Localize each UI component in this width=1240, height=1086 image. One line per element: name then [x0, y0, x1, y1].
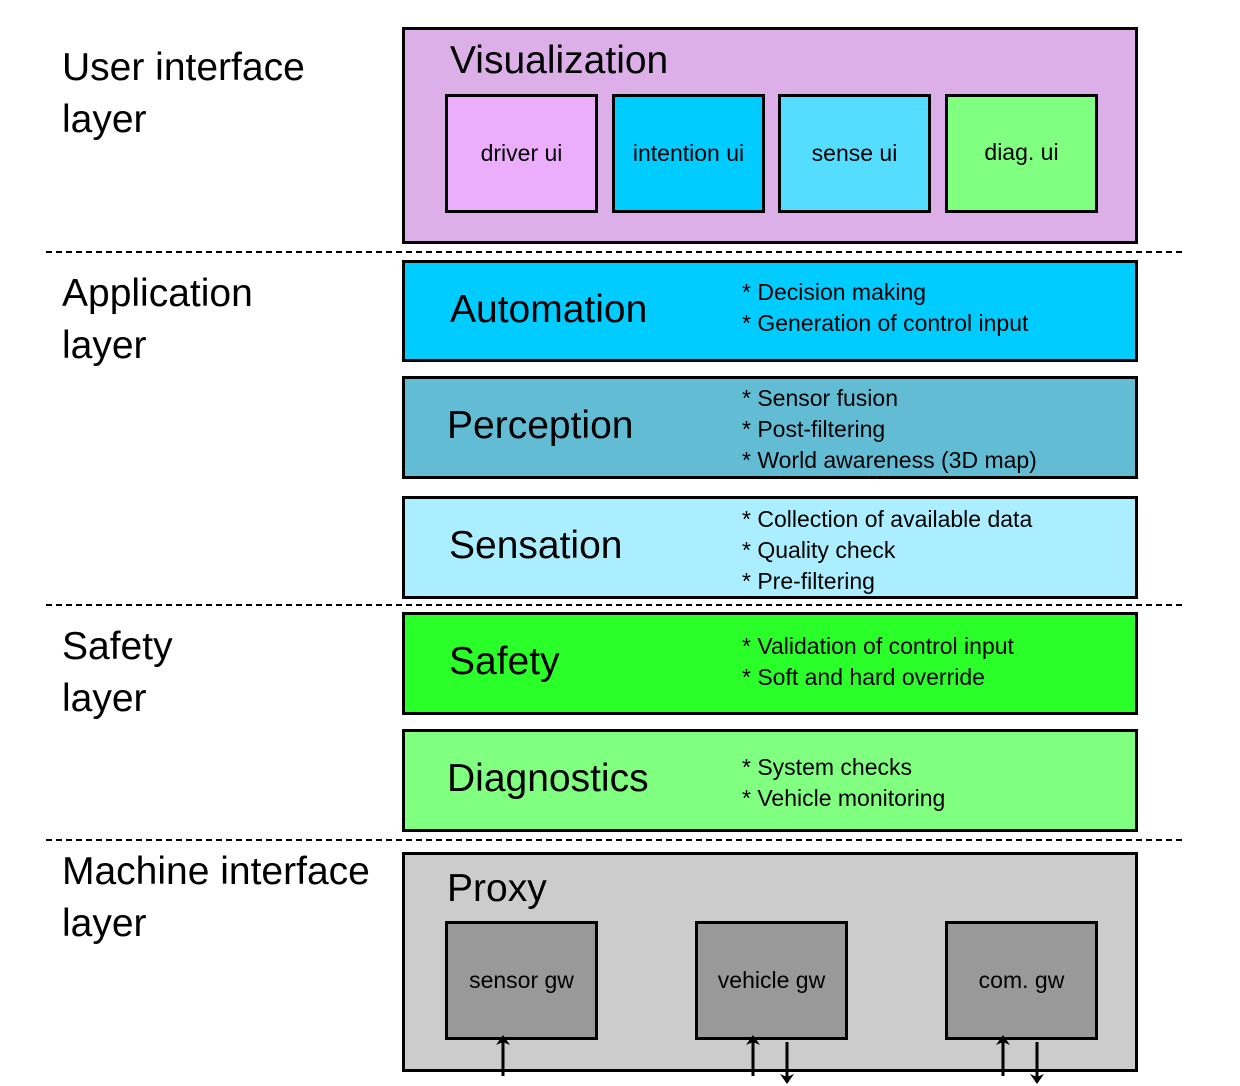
layer-separator	[46, 604, 1182, 606]
intention-ui-box: intention ui	[612, 94, 765, 213]
safety-note: * Validation of control input	[742, 633, 1014, 659]
layer-label-line: Safety	[62, 625, 173, 668]
perception-box: Perception * Sensor fusion * Post-filter…	[402, 376, 1138, 479]
automation-title: Automation	[450, 288, 648, 331]
automation-note: * Decision making	[742, 279, 927, 305]
layer-separator	[46, 251, 1182, 253]
perception-note: * World awareness (3D map)	[742, 447, 1037, 473]
sensor-gw-box: sensor gw	[445, 921, 598, 1040]
diagnostics-title: Diagnostics	[447, 757, 649, 800]
diagnostics-note: * System checks	[742, 754, 912, 780]
automation-box: Automation * Decision making * Generatio…	[402, 260, 1138, 362]
intention-ui-label: intention ui	[632, 140, 745, 166]
automation-note: * Generation of control input	[742, 310, 1029, 336]
safety-note: * Soft and hard override	[742, 664, 985, 690]
perception-note: * Sensor fusion	[742, 385, 898, 411]
driver-ui-label: driver ui	[480, 140, 563, 166]
diag-ui-box: diag. ui	[945, 94, 1098, 213]
vehicle-gw-box: vehicle gw	[695, 921, 848, 1040]
sensation-note: * Quality check	[742, 537, 896, 563]
visualization-box: Visualization driver ui intention ui sen…	[402, 27, 1138, 244]
sensation-box: Sensation * Collection of available data…	[402, 496, 1138, 599]
machine-interface-layer-label: Machine interface layer	[62, 846, 370, 950]
diagnostics-note: * Vehicle monitoring	[742, 785, 946, 811]
com-gw-box: com. gw	[945, 921, 1098, 1040]
perception-title: Perception	[447, 404, 634, 447]
driver-ui-box: driver ui	[445, 94, 598, 213]
sense-ui-box: sense ui	[778, 94, 931, 213]
layer-label-line: Machine interface	[62, 850, 370, 893]
sense-ui-label: sense ui	[811, 140, 898, 166]
visualization-title: Visualization	[450, 39, 669, 82]
vehicle-gw-label: vehicle gw	[717, 967, 826, 993]
safety-layer-label: Safety layer	[62, 621, 173, 725]
sensation-title: Sensation	[449, 524, 623, 567]
proxy-box: Proxy sensor gw vehicle gw com. gw	[402, 852, 1138, 1072]
com-gw-label: com. gw	[978, 967, 1065, 993]
perception-notes: * Sensor fusion * Post-filtering * World…	[742, 383, 1037, 476]
application-layer-label: Application layer	[62, 268, 253, 372]
automation-notes: * Decision making * Generation of contro…	[742, 277, 1028, 339]
safety-notes: * Validation of control input * Soft and…	[742, 631, 1014, 693]
safety-box: Safety * Validation of control input * S…	[402, 612, 1138, 715]
sensation-note: * Pre-filtering	[742, 568, 875, 594]
proxy-title: Proxy	[447, 867, 547, 910]
layer-separator	[46, 839, 1182, 841]
safety-title: Safety	[449, 640, 560, 683]
layer-label-line: layer	[62, 677, 147, 720]
layer-label-line: User interface	[62, 46, 305, 89]
diagnostics-notes: * System checks * Vehicle monitoring	[742, 752, 945, 814]
diagnostics-box: Diagnostics * System checks * Vehicle mo…	[402, 729, 1138, 832]
perception-note: * Post-filtering	[742, 416, 886, 442]
layer-label-line: layer	[62, 324, 147, 367]
diag-ui-label: diag. ui	[984, 139, 1059, 165]
sensor-gw-label: sensor gw	[469, 967, 574, 993]
layer-label-line: Application	[62, 272, 253, 315]
layer-label-line: layer	[62, 98, 147, 141]
user-interface-layer-label: User interface layer	[62, 42, 305, 146]
sensation-note: * Collection of available data	[742, 506, 1033, 532]
layer-label-line: layer	[62, 902, 147, 945]
sensation-notes: * Collection of available data * Quality…	[742, 504, 1032, 597]
